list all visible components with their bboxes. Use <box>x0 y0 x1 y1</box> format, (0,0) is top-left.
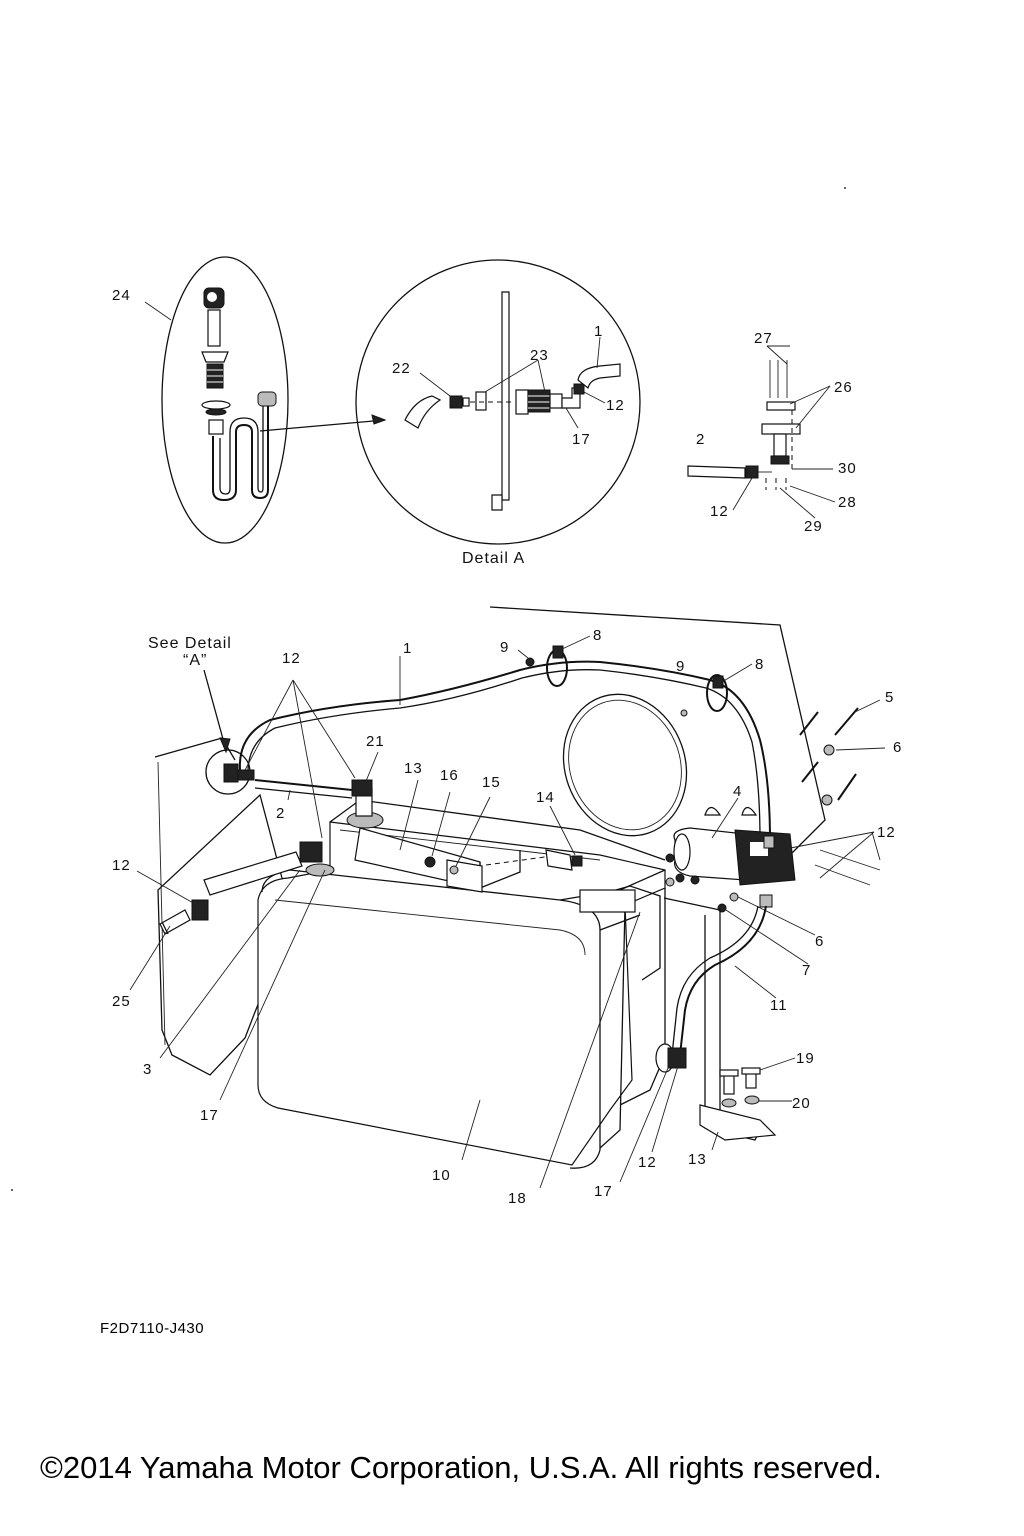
copyright-notice: ©2014 Yamaha Motor Corporation, U.S.A. A… <box>40 1450 882 1485</box>
callout-20: 20 <box>792 1095 811 1112</box>
callout-25: 25 <box>112 993 131 1010</box>
hose-1 <box>238 656 771 841</box>
callout-29: 29 <box>804 518 823 535</box>
detail-pointer-arrow <box>259 419 386 432</box>
callout-12-detail: 12 <box>606 397 625 414</box>
hose-11 <box>679 905 767 1056</box>
hose-3-fitting-17 <box>129 841 335 1101</box>
callout-14: 14 <box>536 789 555 806</box>
callout-6-lower: 6 <box>815 933 824 950</box>
callout-12-fitting: 12 <box>710 503 729 520</box>
pump-4 <box>665 797 881 965</box>
callout-18: 18 <box>508 1190 527 1207</box>
callout-27: 27 <box>754 330 773 347</box>
callout-16: 16 <box>440 767 459 784</box>
detail-oval-24 <box>144 256 289 544</box>
fitting-17-lower <box>539 911 687 1189</box>
callout-9-left: 9 <box>500 639 509 656</box>
callout-15: 15 <box>482 774 501 791</box>
callout-13-lower: 13 <box>688 1151 707 1168</box>
callout-6-upper: 6 <box>893 739 902 756</box>
callout-10: 10 <box>432 1167 451 1184</box>
callout-3: 3 <box>143 1061 152 1078</box>
callout-9-right: 9 <box>676 658 685 675</box>
callout-17-left: 17 <box>200 1107 219 1124</box>
detail-a-circle <box>355 259 641 545</box>
callout-2-main: 2 <box>276 805 285 822</box>
clamps-8-bolts-9 <box>517 635 753 717</box>
callout-24: 24 <box>112 287 131 304</box>
callout-28: 28 <box>838 494 857 511</box>
bracket-13-lower <box>699 1057 796 1151</box>
diagram-code: F2D7110-J430 <box>100 1320 205 1337</box>
callout-4: 4 <box>733 783 742 800</box>
callout-2-fitting: 2 <box>696 431 705 448</box>
callout-12-lower: 12 <box>638 1154 657 1171</box>
hose-2-and-fittings <box>205 679 356 839</box>
callout-17-lower: 17 <box>594 1183 613 1200</box>
tank-10 <box>257 799 666 1169</box>
callout-5: 5 <box>885 689 894 706</box>
fitting-assembly-26-30 <box>687 345 836 519</box>
see-detail-label-a: “A” <box>183 652 207 669</box>
bracket-13-upper <box>354 779 761 1141</box>
callout-8-right: 8 <box>755 656 764 673</box>
callout-30: 30 <box>838 460 857 477</box>
see-detail-label: See Detail <box>148 635 232 652</box>
detail-a-title: Detail A <box>462 550 525 567</box>
see-detail-arrow <box>203 669 227 751</box>
hull-panel-right <box>489 606 881 886</box>
callout-7: 7 <box>802 962 811 979</box>
callout-23: 23 <box>530 347 549 364</box>
callout-1-detail: 1 <box>594 323 603 340</box>
callout-22: 22 <box>392 360 411 377</box>
callout-11: 11 <box>770 997 788 1014</box>
callout-19: 19 <box>796 1050 815 1067</box>
callout-8-left: 8 <box>593 627 602 644</box>
callout-17-detail: 17 <box>572 431 591 448</box>
callout-12-left: 12 <box>112 857 131 874</box>
callout-21: 21 <box>366 733 385 750</box>
callout-13-upper: 13 <box>404 760 423 777</box>
callout-26: 26 <box>834 379 853 396</box>
fitting-21 <box>346 751 384 829</box>
callout-12-pump: 12 <box>877 824 896 841</box>
callout-12-top: 12 <box>282 650 301 667</box>
callout-1-main: 1 <box>403 640 412 657</box>
bolts-5-washers-6 <box>799 699 886 806</box>
